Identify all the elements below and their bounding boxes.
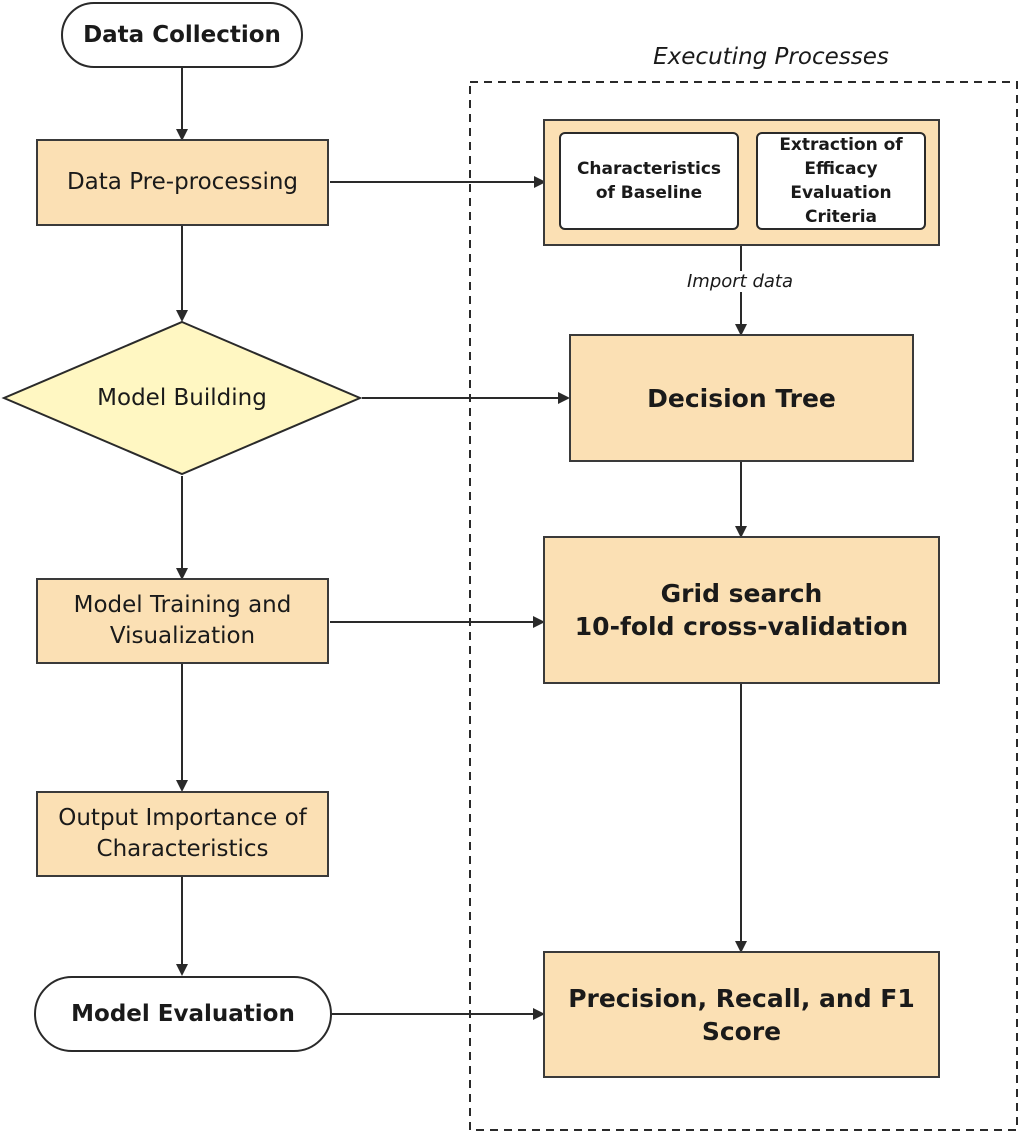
model-training-label: Model Training and Visualization bbox=[73, 592, 292, 649]
model-training-node: Model Training and Visualization bbox=[36, 578, 329, 664]
model-evaluation-label: Model Evaluation bbox=[71, 1000, 295, 1027]
model-building-diamond bbox=[1, 320, 363, 476]
output-importance-node: Output Importance of Characteristics bbox=[36, 791, 329, 877]
executing-processes-container bbox=[469, 81, 1018, 1131]
executing-processes-label: Executing Processes bbox=[653, 44, 889, 70]
decision-tree-node: Decision Tree bbox=[569, 334, 914, 462]
efficacy-criteria-label: Extraction of Efficacy Evaluation Criter… bbox=[779, 135, 903, 227]
grid-search-label: Grid search 10-fold cross-validation bbox=[574, 579, 909, 641]
data-collection-node: Data Collection bbox=[61, 2, 303, 68]
metrics-node: Precision, Recall, and F1 Score bbox=[543, 951, 940, 1078]
data-preprocessing-node: Data Pre-processing bbox=[36, 139, 329, 226]
decision-tree-label: Decision Tree bbox=[647, 383, 836, 413]
metrics-label: Precision, Recall, and F1 Score bbox=[568, 983, 915, 1046]
baseline-characteristics-label: Characteristics of Baseline bbox=[576, 159, 722, 203]
baseline-characteristics-node: Characteristics of Baseline bbox=[559, 132, 739, 230]
efficacy-criteria-node: Extraction of Efficacy Evaluation Criter… bbox=[756, 132, 926, 230]
data-preprocessing-label: Data Pre-processing bbox=[66, 169, 299, 195]
grid-search-node: Grid search 10-fold cross-validation bbox=[543, 536, 940, 684]
model-building-label: Model Building bbox=[97, 384, 267, 411]
data-collection-label: Data Collection bbox=[83, 21, 281, 48]
output-importance-label: Output Importance of Characteristics bbox=[58, 805, 307, 862]
model-evaluation-node: Model Evaluation bbox=[34, 976, 332, 1052]
import-data-label: Import data bbox=[640, 271, 840, 292]
model-building-node: Model Building bbox=[40, 370, 324, 426]
